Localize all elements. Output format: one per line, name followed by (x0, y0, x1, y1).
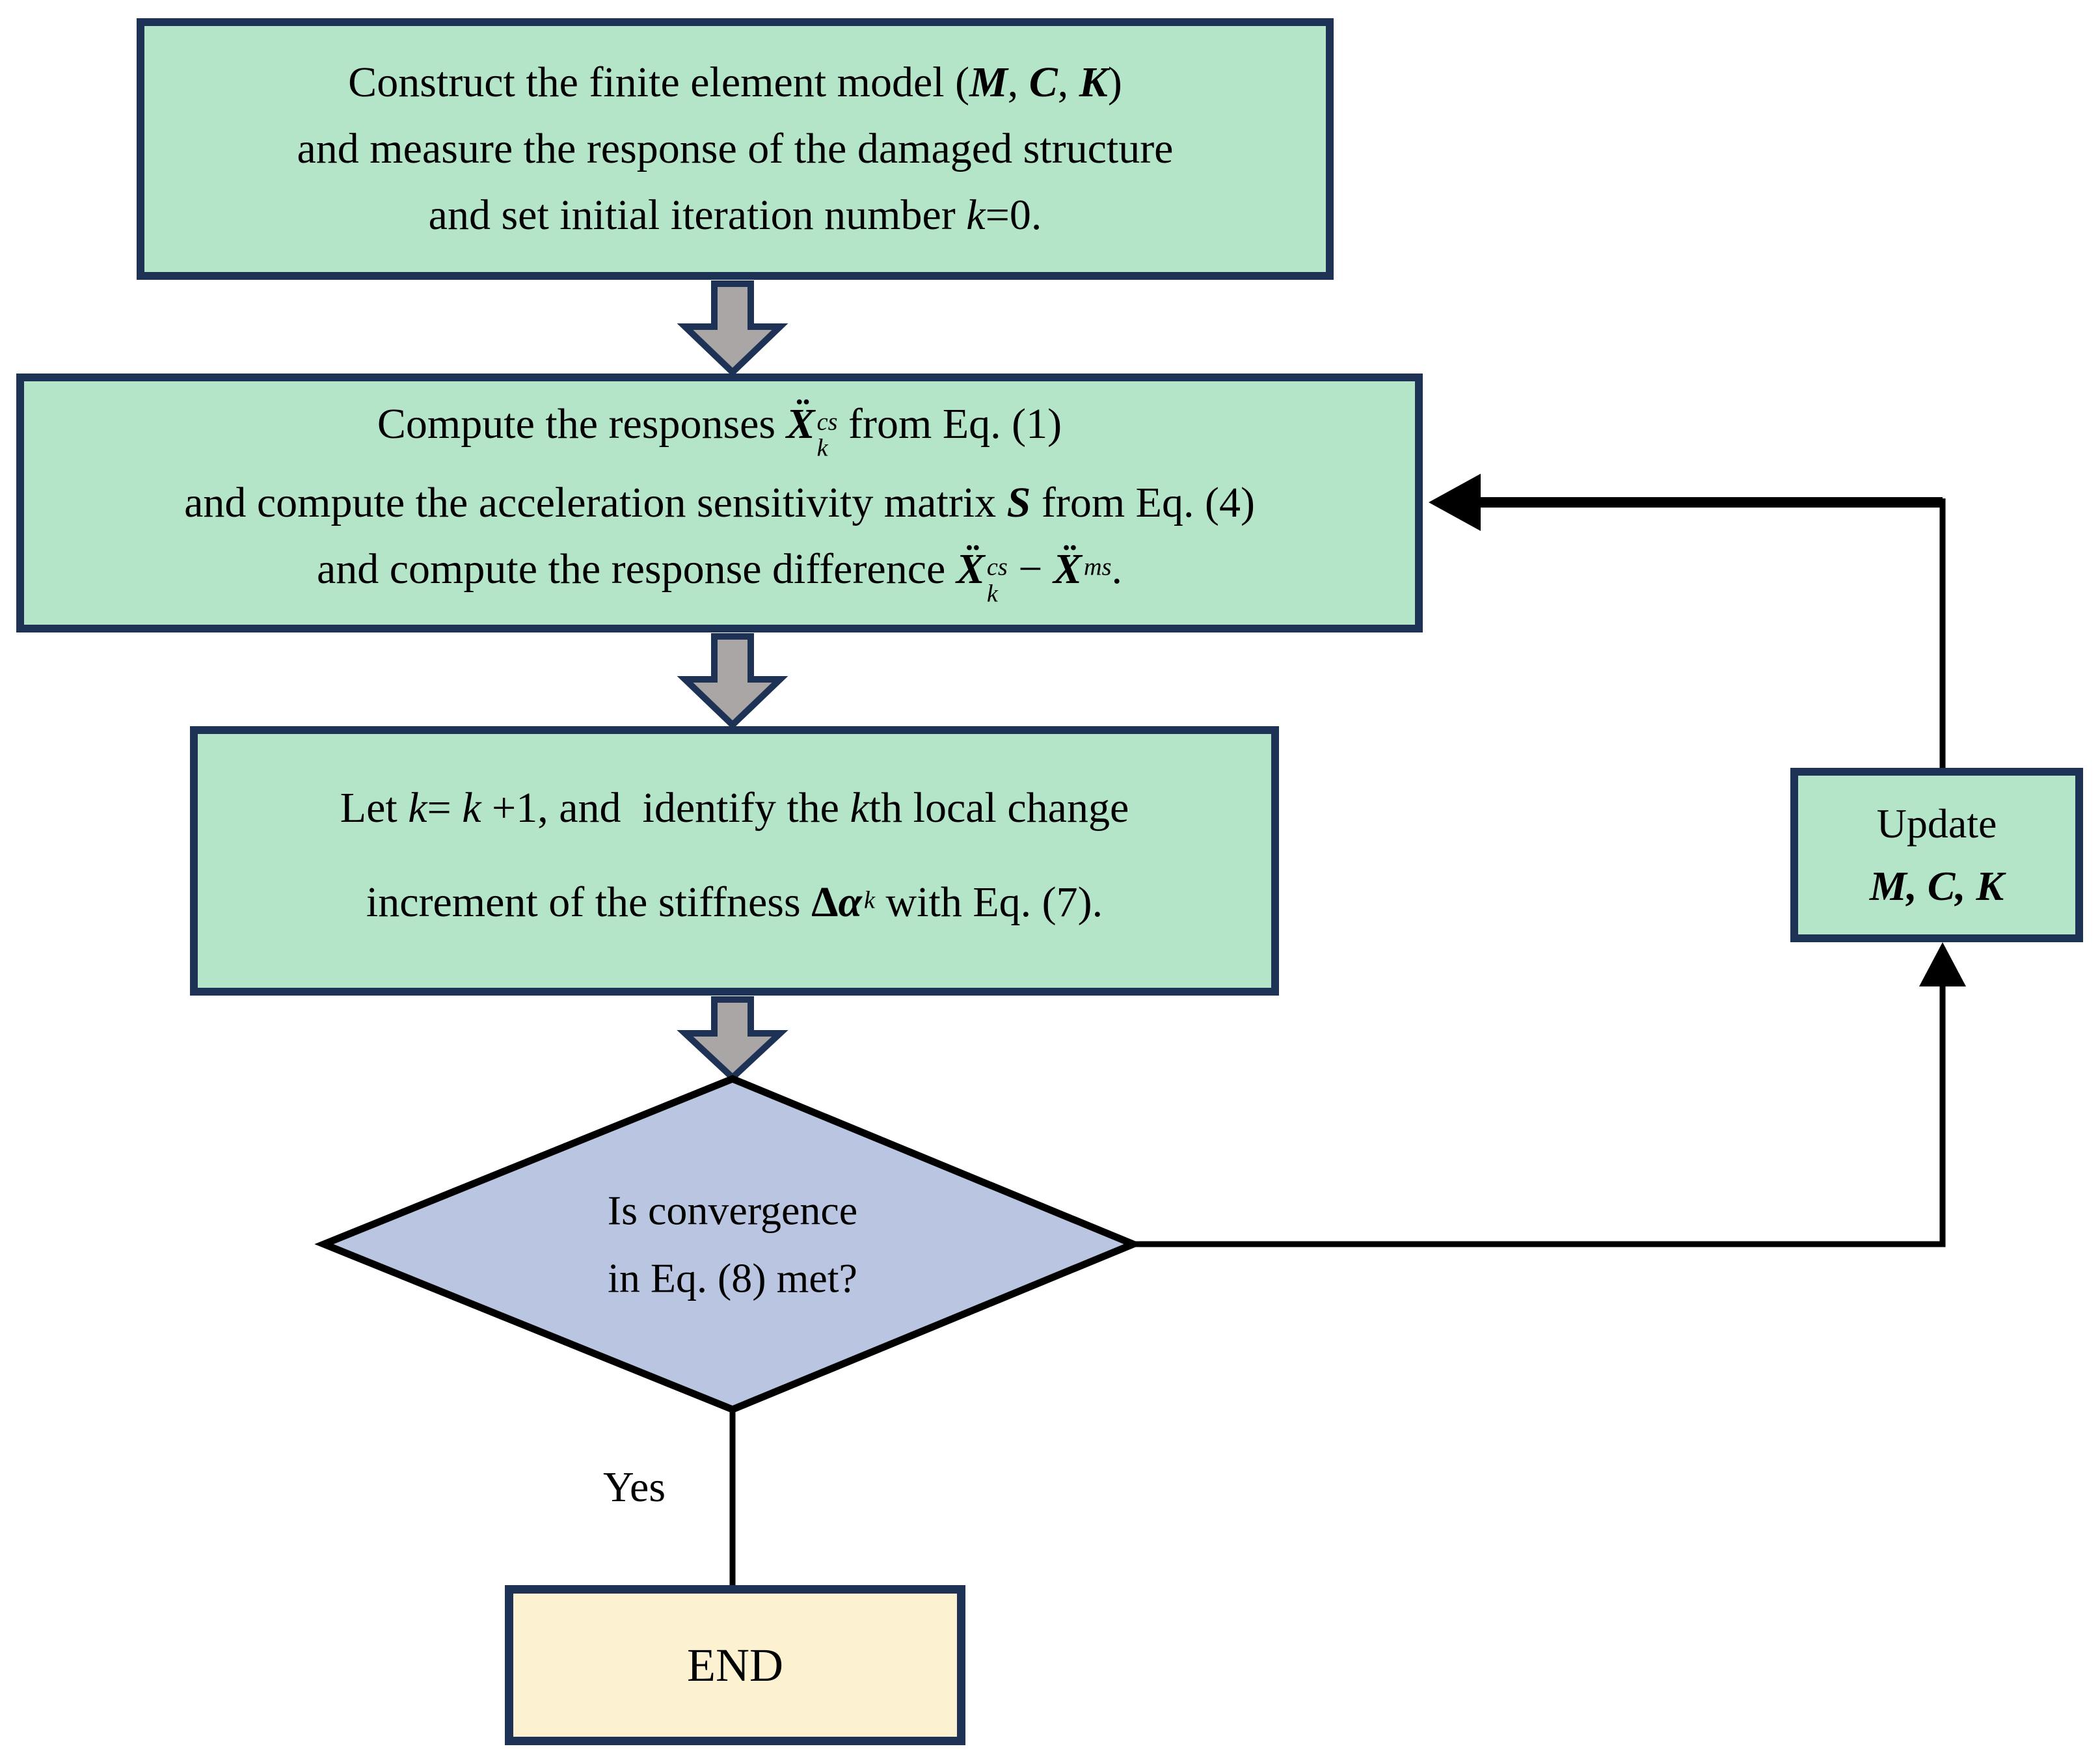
arrowhead-up-into-update (1919, 942, 1966, 986)
arrowhead-left-into-box2 (1429, 474, 1481, 531)
step-construct-model-box: Construct the finite element model (M, C… (137, 18, 1334, 280)
yes-label: Yes (602, 1463, 666, 1511)
loop-connector-to-update (1133, 984, 1946, 1247)
flow-block-arrow-3 (677, 996, 788, 1082)
flow-block-arrow-2 (677, 633, 788, 729)
end-box: END (505, 1585, 965, 1745)
end-label: END (687, 1638, 783, 1691)
step-identify-increment-box: Let k= k +1, and identify the kth local … (190, 726, 1279, 996)
flow-block-arrow-1 (677, 280, 788, 377)
